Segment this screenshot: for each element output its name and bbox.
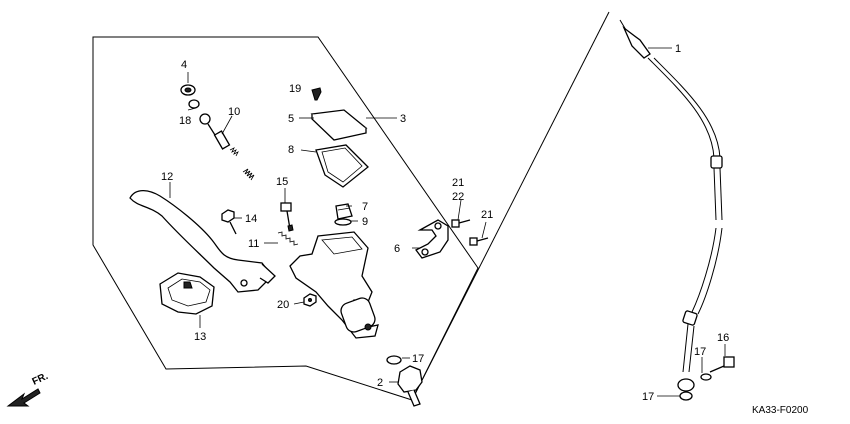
spring-11 bbox=[277, 231, 299, 246]
callout-7: 7 bbox=[362, 201, 368, 213]
callout-19: 19 bbox=[289, 83, 301, 95]
callout-22: 22 bbox=[452, 191, 464, 203]
callout-8: 8 bbox=[288, 144, 294, 156]
callout-13: 13 bbox=[194, 331, 206, 343]
oil-bolt-16 bbox=[709, 356, 735, 373]
callout-17-top: 17 bbox=[412, 353, 424, 365]
callout-14: 14 bbox=[245, 213, 257, 225]
piston-set bbox=[180, 84, 255, 181]
callout-5: 5 bbox=[288, 113, 294, 125]
bolt-21-lower bbox=[469, 237, 489, 246]
assembly-outline bbox=[92, 36, 479, 401]
leader-lines bbox=[169, 47, 726, 397]
callout-18: 18 bbox=[179, 115, 191, 127]
front-direction-indicator bbox=[6, 388, 41, 407]
bolt-21-upper bbox=[451, 219, 471, 228]
screw-14 bbox=[221, 209, 237, 235]
direction-label: FR. bbox=[31, 371, 50, 388]
pivot-bolt bbox=[280, 202, 294, 232]
callout-16: 16 bbox=[717, 332, 729, 344]
screw-19 bbox=[311, 87, 322, 101]
oil-bolt bbox=[397, 365, 423, 407]
reservoir-diaphragm bbox=[315, 144, 369, 188]
washer-17-right bbox=[700, 373, 712, 381]
front-stop-switch bbox=[159, 272, 215, 315]
callout-17-right: 17 bbox=[694, 346, 706, 358]
callout-21-upper: 21 bbox=[452, 177, 464, 189]
callout-3: 3 bbox=[400, 113, 406, 125]
brake-hose bbox=[619, 19, 723, 401]
callout-4: 4 bbox=[181, 59, 187, 71]
callout-15: 15 bbox=[276, 176, 288, 188]
diagram-code: KA33-F0200 bbox=[752, 405, 809, 416]
reservoir-cap bbox=[310, 109, 368, 141]
callout-9: 9 bbox=[362, 216, 368, 228]
callout-2: 2 bbox=[377, 377, 383, 389]
brake-lever bbox=[129, 189, 276, 293]
callout-20: 20 bbox=[277, 299, 289, 311]
callout-6: 6 bbox=[394, 243, 400, 255]
washer-17-top bbox=[386, 355, 402, 365]
callout-1: 1 bbox=[675, 43, 681, 55]
nut-20 bbox=[303, 293, 317, 307]
callout-10: 10 bbox=[228, 106, 240, 118]
master-cylinder-body bbox=[289, 231, 379, 339]
callout-12: 12 bbox=[161, 171, 173, 183]
holder-6 bbox=[415, 219, 449, 259]
callout-17-left: 17 bbox=[642, 391, 654, 403]
boot-7 bbox=[335, 203, 353, 220]
hose-guide-line bbox=[411, 11, 610, 401]
callout-11: 11 bbox=[248, 238, 259, 250]
o-ring-9 bbox=[334, 218, 352, 226]
callout-21-lower: 21 bbox=[481, 209, 493, 221]
